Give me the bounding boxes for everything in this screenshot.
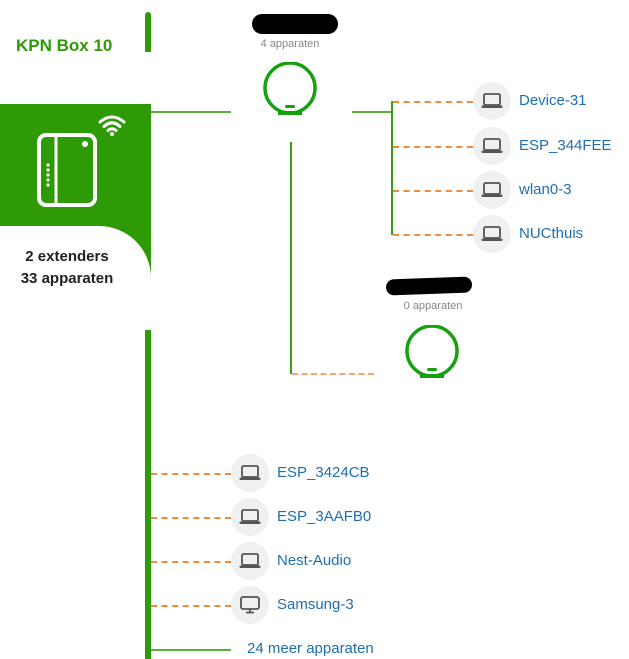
device-link[interactable]: ESP_344FEE	[519, 137, 612, 154]
router-panel-curve-bottom	[39, 224, 151, 330]
device-link[interactable]: Device-31	[519, 92, 587, 109]
extender-icon[interactable]	[262, 62, 318, 118]
dash-connector	[393, 234, 473, 236]
laptop-icon[interactable]	[473, 82, 511, 120]
dash-connector	[151, 517, 231, 519]
connector-extender-1-extender-2	[290, 142, 292, 374]
device-link[interactable]: Nest-Audio	[277, 552, 352, 569]
monitor-icon[interactable]	[231, 586, 269, 624]
device-link[interactable]: Samsung-3	[277, 596, 354, 613]
dash-connector	[151, 561, 231, 563]
laptop-icon[interactable]	[231, 498, 269, 536]
extender-icon[interactable]	[404, 325, 460, 381]
extender-1-name-redacted	[252, 14, 338, 34]
laptop-icon[interactable]	[231, 542, 269, 580]
laptop-icon[interactable]	[473, 127, 511, 165]
extender-2-device-count: 0 apparaten	[403, 300, 463, 312]
connector-extender-1-devices	[352, 111, 392, 113]
connector-router-extender-1	[151, 111, 231, 113]
extender-1-device-count: 4 apparaten	[260, 38, 320, 50]
dash-connector	[393, 146, 473, 148]
main-network-line	[145, 12, 151, 659]
extender-1-device-bus	[391, 101, 393, 235]
connector-extender-2	[292, 373, 374, 375]
router-stats: 2 extenders 33 apparaten	[0, 246, 134, 290]
dash-connector	[393, 190, 473, 192]
device-link[interactable]: NUCthuis	[519, 225, 584, 242]
extender-2-name-redacted	[385, 276, 473, 296]
laptop-icon[interactable]	[473, 215, 511, 253]
device-count: 33 apparaten	[20, 270, 114, 287]
connector-more-devices	[151, 649, 231, 651]
laptop-icon[interactable]	[231, 454, 269, 492]
dash-connector	[151, 473, 231, 475]
device-link[interactable]: ESP_3424CB	[277, 464, 370, 481]
router-icon	[37, 133, 97, 207]
router-title: KPN Box 10	[16, 36, 113, 55]
device-link[interactable]: ESP_3AAFB0	[277, 508, 372, 525]
dash-connector	[151, 605, 231, 607]
device-link[interactable]: wlan0-3	[519, 181, 572, 198]
extender-count: 2 extenders	[25, 248, 109, 265]
laptop-icon[interactable]	[473, 171, 511, 209]
more-devices-link[interactable]: 24 meer apparaten	[247, 640, 374, 657]
router-panel-curve-top	[39, 52, 151, 156]
router-panel[interactable]	[0, 104, 151, 226]
wifi-icon	[98, 115, 126, 136]
dash-connector	[393, 101, 473, 103]
